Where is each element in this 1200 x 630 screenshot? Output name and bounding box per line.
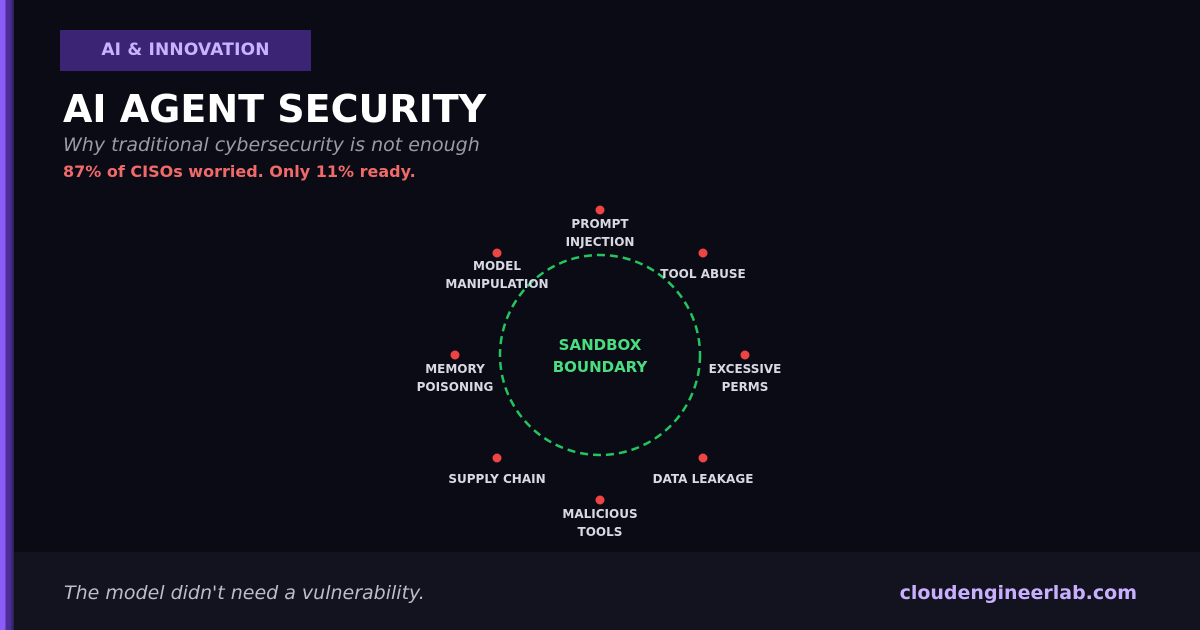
threat-dot bbox=[698, 453, 708, 463]
threat-label-line1: MEMORY bbox=[425, 362, 485, 376]
threat-label-line2: INJECTION bbox=[566, 235, 635, 249]
threat-label-line1: PROMPT bbox=[571, 217, 629, 231]
category-badge: AI & INNOVATION bbox=[60, 30, 311, 71]
threat-label-line1: TOOL ABUSE bbox=[660, 267, 745, 281]
stat-highlight: 87% of CISOs worried. Only 11% ready. bbox=[63, 162, 416, 181]
threat-dot bbox=[698, 248, 708, 258]
threat-dot bbox=[740, 350, 750, 360]
threat-tool-abuse: TOOL ABUSE bbox=[660, 248, 746, 281]
threat-label-line1: DATA LEAKAGE bbox=[653, 472, 754, 486]
footer-bar: The model didn't need a vulnerability. c… bbox=[14, 552, 1200, 630]
sandbox-label-line2: BOUNDARY bbox=[553, 358, 649, 376]
sandbox-boundary-ring bbox=[498, 253, 702, 457]
threat-data-leakage: DATA LEAKAGE bbox=[653, 453, 754, 486]
threat-label-line1: MODEL bbox=[473, 259, 521, 273]
threat-label-line2: MANIPULATION bbox=[445, 277, 548, 291]
threat-excessive-perms: EXCESSIVE PERMS bbox=[709, 350, 782, 394]
threat-label-line1: SUPPLY CHAIN bbox=[448, 472, 545, 486]
threat-supply-chain: SUPPLY CHAIN bbox=[448, 453, 546, 486]
threat-dot bbox=[450, 350, 460, 360]
site-url[interactable]: cloudengineerlab.com bbox=[899, 582, 1137, 604]
threat-label-line1: EXCESSIVE bbox=[709, 362, 782, 376]
threat-malicious-tools: MALICIOUS TOOLS bbox=[562, 495, 638, 539]
threat-dot bbox=[595, 495, 605, 505]
threat-label-line2: PERMS bbox=[722, 380, 769, 394]
footer-quote: The model didn't need a vulnerability. bbox=[64, 582, 425, 604]
threat-label-line2: POISONING bbox=[417, 380, 494, 394]
threat-label-line2: TOOLS bbox=[578, 525, 623, 539]
page-title: AI AGENT SECURITY bbox=[63, 87, 487, 131]
threat-label-line1: MALICIOUS bbox=[562, 507, 637, 521]
accent-bar bbox=[0, 0, 14, 630]
threat-dot bbox=[595, 205, 605, 215]
threat-memory-poisoning: MEMORY POISONING bbox=[417, 350, 494, 394]
threat-dot bbox=[492, 248, 502, 258]
threat-dot bbox=[492, 453, 502, 463]
threat-model-manipulation: MODEL MANIPULATION bbox=[445, 248, 549, 291]
sandbox-label-line1: SANDBOX bbox=[559, 336, 642, 354]
threat-prompt-injection: PROMPT INJECTION bbox=[566, 205, 635, 249]
subtitle: Why traditional cybersecurity is not eno… bbox=[63, 134, 480, 156]
